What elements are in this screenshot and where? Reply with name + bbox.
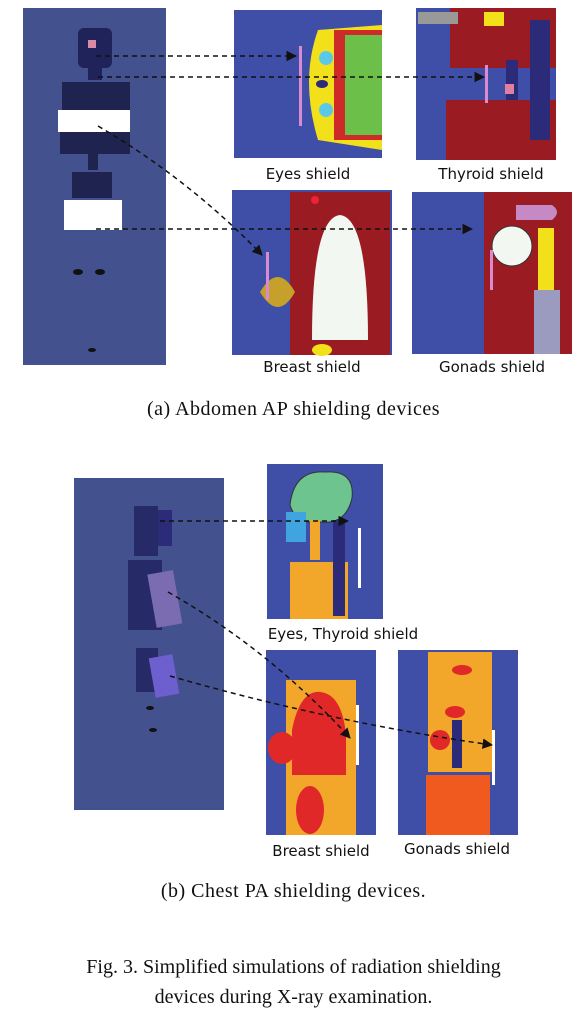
thyroid-shield-inset (416, 8, 556, 160)
chest-arrows (160, 515, 494, 749)
label-gonads-shield-b: Gonads shield (403, 840, 510, 858)
figure-caption: Fig. 3. Simplified simulations of radiat… (0, 952, 587, 1012)
chest-pa-phantom (74, 478, 224, 810)
label-eyes-thyroid-shield: Eyes, Thyroid shield (267, 625, 419, 643)
eyes-shield-inset (234, 10, 382, 158)
label-thyroid-shield: Thyroid shield (438, 165, 544, 183)
breast-shield-inset-b (266, 650, 376, 835)
abdomen-ap-phantom (23, 8, 166, 365)
panel-b-caption: (b) Chest PA shielding devices. (160, 880, 427, 902)
breast-shield-inset (232, 190, 392, 356)
figure-caption-line1: Fig. 3. Simplified simulations of radiat… (86, 956, 501, 978)
eyes-thyroid-shield-inset (267, 464, 383, 619)
label-breast-shield-b: Breast shield (272, 842, 370, 860)
panel-a-caption: (a) Abdomen AP shielding devices (147, 398, 440, 420)
label-eyes-shield: Eyes shield (265, 165, 351, 183)
figure-caption-line2: devices during X-ray examination. (154, 986, 433, 1008)
label-gonads-shield: Gonads shield (438, 358, 545, 376)
gonads-shield-inset-b (398, 650, 518, 835)
abdomen-arrows (96, 50, 486, 256)
label-breast-shield: Breast shield (263, 358, 361, 376)
gonads-shield-inset (412, 192, 572, 354)
